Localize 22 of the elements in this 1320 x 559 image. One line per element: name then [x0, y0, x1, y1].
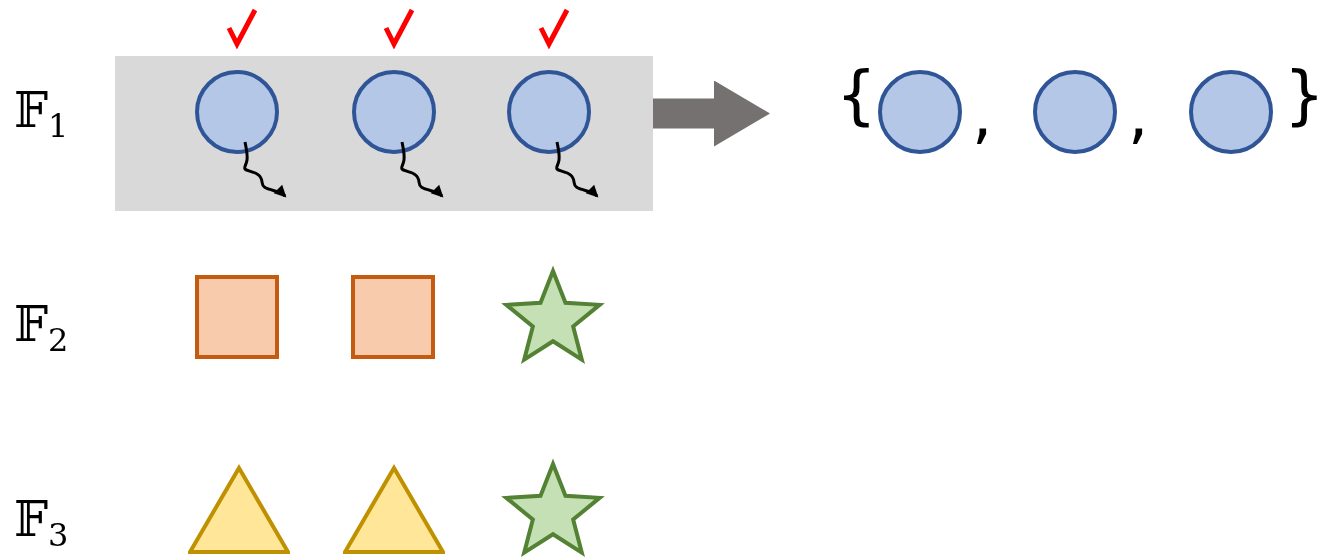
- circle-shape: [878, 70, 962, 154]
- circle-shape: [352, 70, 436, 154]
- circle-shape: [195, 70, 279, 154]
- field-symbol: 𝔽$_{1}$: [14, 86, 69, 142]
- circle-shape: [507, 70, 591, 154]
- comma: ,: [1128, 83, 1149, 147]
- field-symbol: 𝔽$_{3}$: [14, 495, 69, 551]
- shaded-panel: [115, 56, 653, 211]
- square-shape: [351, 275, 435, 359]
- squiggly-arrow: [400, 141, 444, 198]
- triangle-shape: [343, 464, 445, 554]
- circle-shape: [1189, 70, 1273, 154]
- squiggly-arrow: [555, 141, 599, 198]
- brace: }: [1284, 63, 1320, 127]
- triangle-shape: [188, 464, 290, 554]
- square-shape: [195, 275, 279, 359]
- comma: ,: [972, 83, 993, 147]
- brace: {: [836, 63, 877, 127]
- block-arrow: [653, 80, 770, 147]
- field-symbol: 𝔽$_{2}$: [14, 300, 69, 356]
- circle-shape: [1033, 70, 1117, 154]
- squiggly-arrow: [243, 141, 287, 198]
